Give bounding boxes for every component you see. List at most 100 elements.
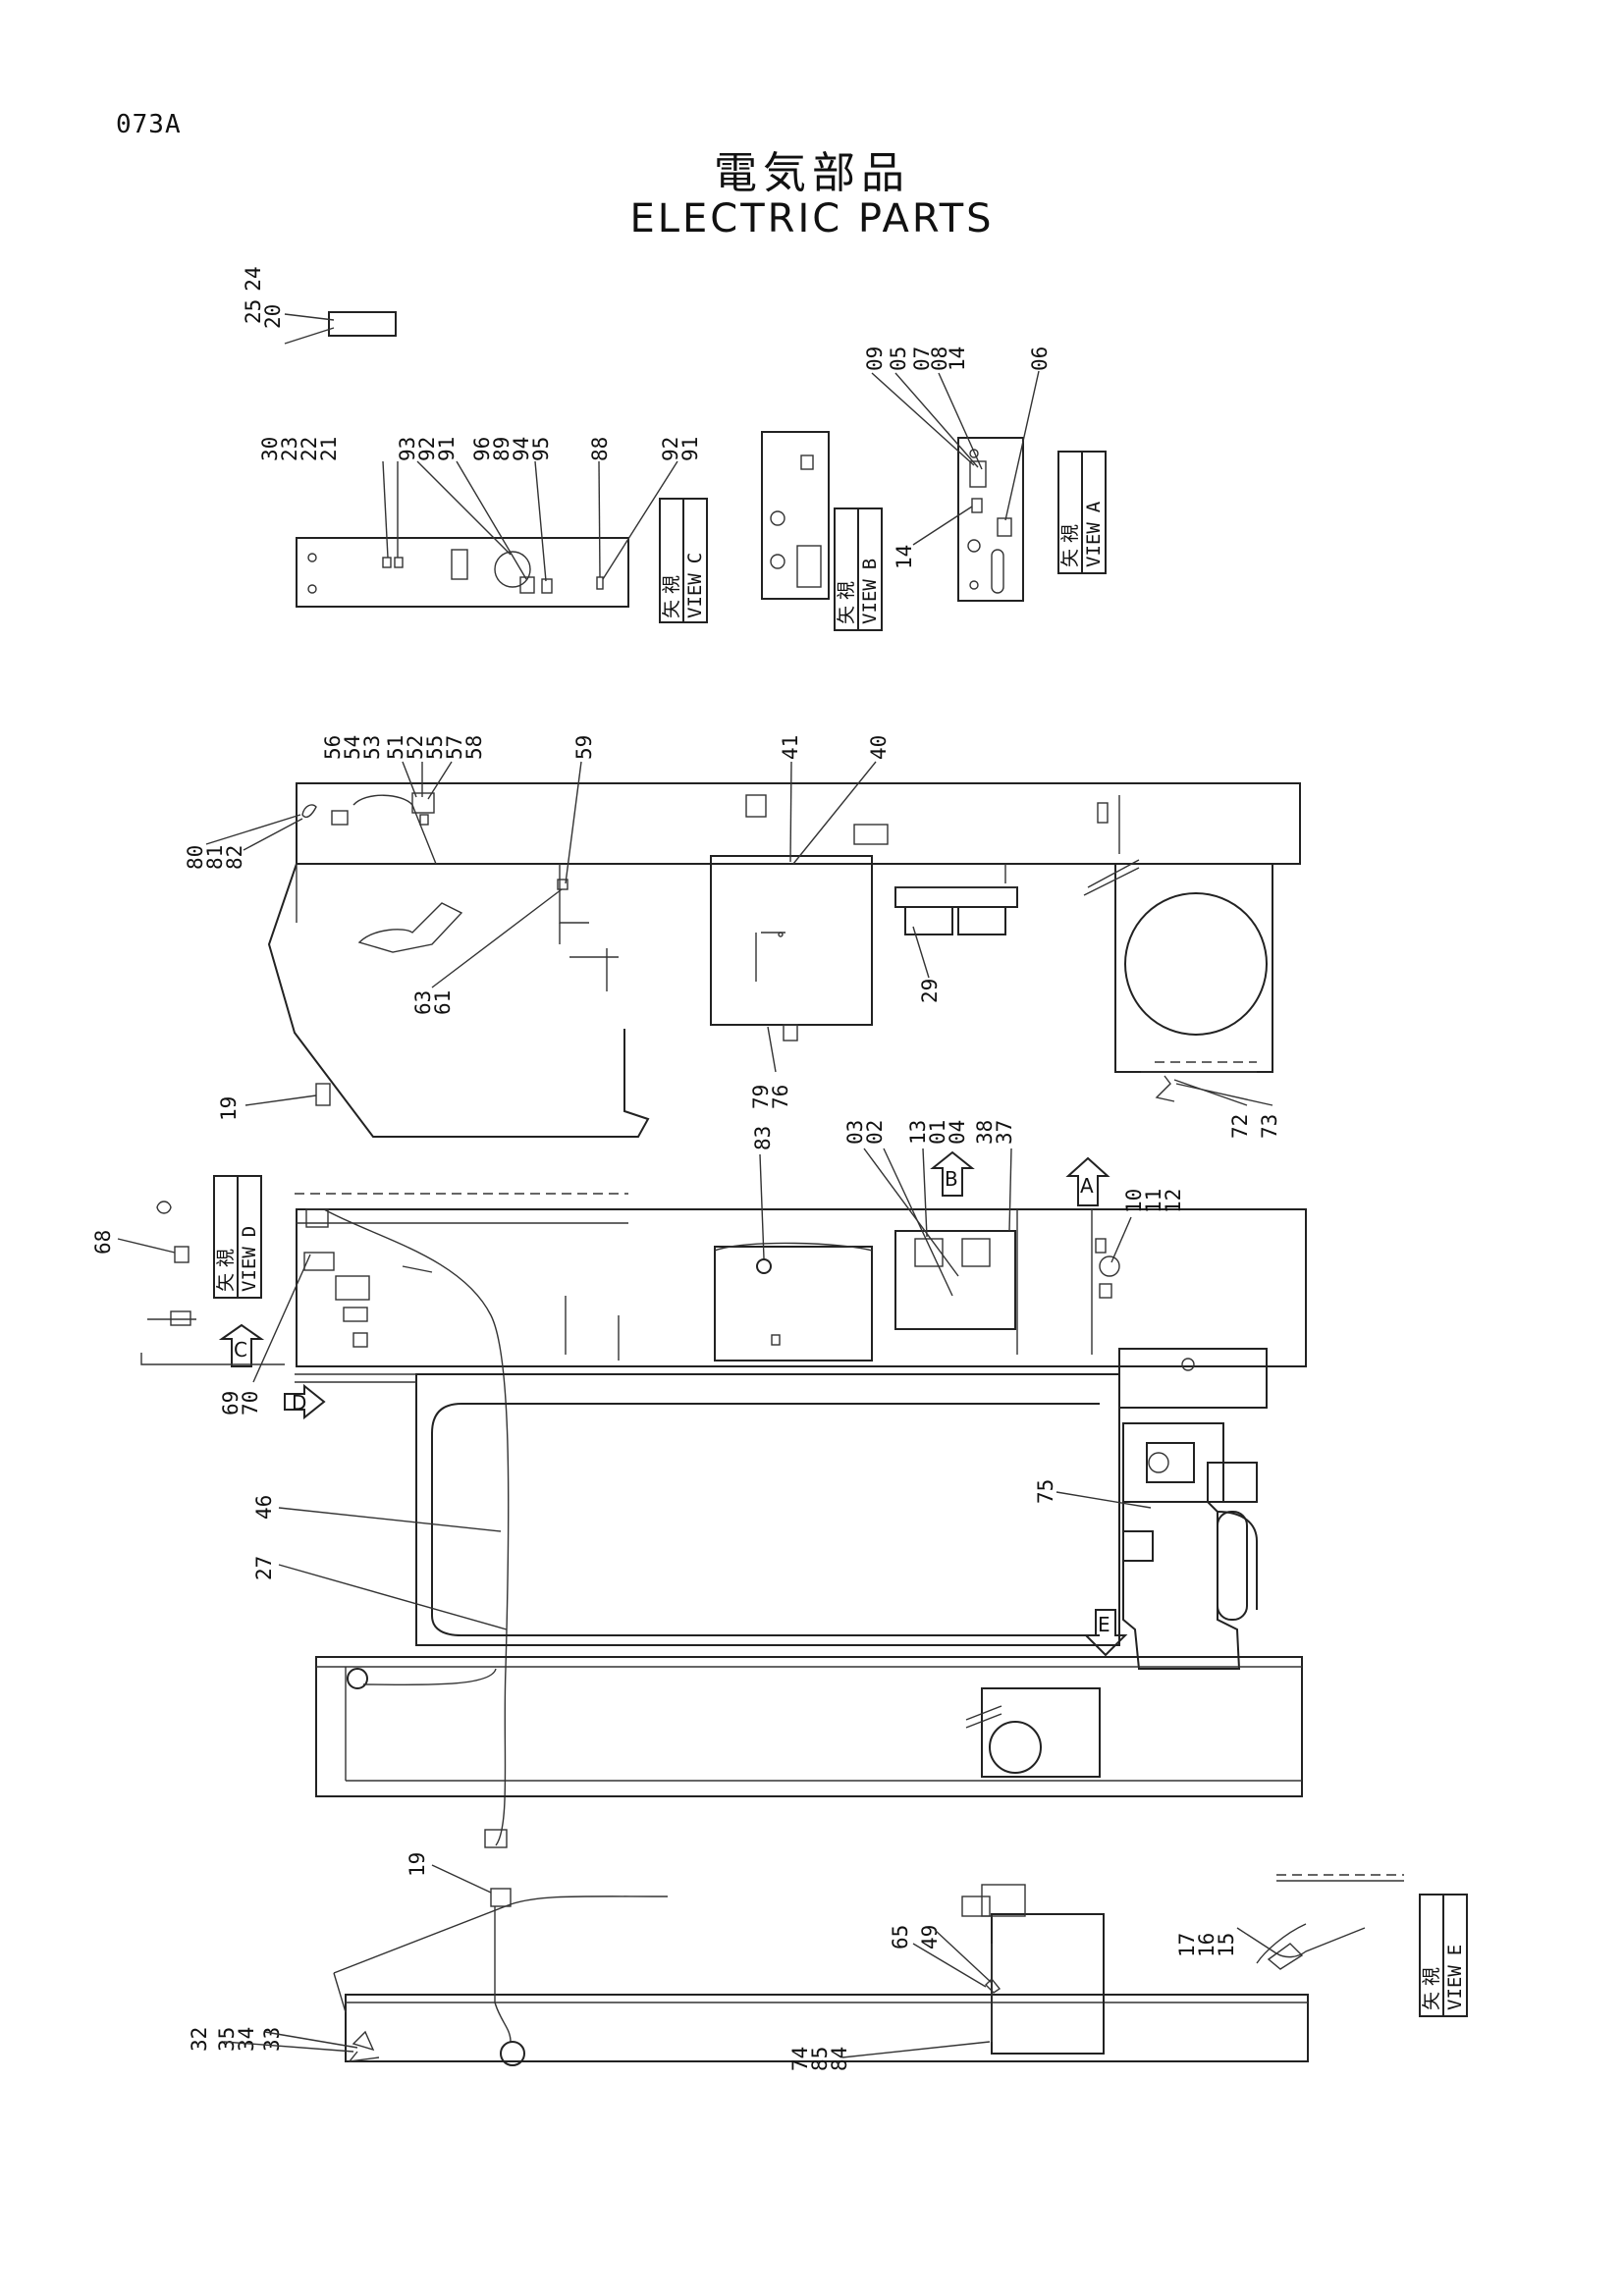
svg-text:65: 65 [889,1925,912,1949]
svg-text:91: 91 [435,437,459,461]
view-a-panel: 09 05 07 08 14 06 14 矢 視 VIEWA [863,347,1107,602]
svg-text:16: 16 [1195,1933,1218,1957]
svg-text:55: 55 [423,735,447,760]
svg-text:矢 視: 矢 視 [1059,524,1081,567]
svg-text:VIEWE: VIEWE [1444,1945,1466,2010]
view-c-tag: 矢 視 VIEWC [659,498,708,623]
svg-text:34: 34 [235,2027,258,2052]
svg-text:04: 04 [946,1120,969,1145]
svg-text:94: 94 [510,437,533,461]
svg-text:11: 11 [1142,1189,1165,1213]
svg-text:08: 08 [928,347,951,371]
svg-text:92: 92 [659,437,682,461]
svg-text:51: 51 [384,735,407,760]
svg-text:56: 56 [321,735,345,760]
svg-text:70: 70 [239,1391,262,1415]
svg-text:76: 76 [769,1085,792,1109]
svg-text:82: 82 [223,845,246,870]
svg-text:95: 95 [529,437,553,461]
svg-text:37: 37 [993,1120,1016,1145]
svg-text:91: 91 [678,437,702,461]
svg-text:33: 33 [260,2027,284,2052]
callout-group-25-24-20: 2524 [242,266,265,324]
svg-text:92: 92 [415,437,439,461]
svg-text:矢 視: 矢 視 [661,575,682,618]
svg-text:81: 81 [203,845,227,870]
svg-text:03: 03 [843,1120,867,1145]
svg-text:C: C [234,1338,247,1362]
svg-text:49: 49 [918,1925,942,1949]
svg-text:15: 15 [1215,1933,1238,1957]
svg-text:02: 02 [863,1120,887,1145]
view-arrow-b: B [930,1150,975,1197]
svg-text:58: 58 [462,735,486,760]
svg-text:06: 06 [1028,347,1052,371]
bracket-detail-top: 2524 20 [242,266,397,345]
svg-text:59: 59 [572,735,596,760]
callout-stack-c: 30 23 22 21 93 92 91 96 89 94 95 88 92 9… [258,437,702,461]
sheet-title-jp: 電気部品 [714,148,910,198]
view-arrows: A B C D E [218,1150,1128,1657]
svg-text:VIEWA: VIEWA [1083,501,1105,567]
view-d-detail: 矢 視 VIEWD [140,1175,285,1365]
svg-text:88: 88 [588,437,612,461]
svg-text:矢 視: 矢 視 [215,1249,237,1292]
svg-text:09: 09 [863,347,887,371]
svg-text:07: 07 [910,347,934,371]
svg-text:85: 85 [808,2047,832,2071]
svg-text:79: 79 [749,1085,773,1109]
svg-text:84: 84 [828,2047,851,2071]
svg-text:B: B [945,1167,958,1191]
view-arrow-d: D [284,1383,326,1420]
svg-text:41: 41 [779,735,802,760]
svg-text:10: 10 [1122,1189,1146,1213]
svg-text:54: 54 [341,735,364,760]
svg-text:89: 89 [490,437,514,461]
svg-text:19: 19 [406,1852,429,1877]
svg-text:52: 52 [404,735,427,760]
svg-text:69: 69 [219,1391,243,1415]
bottom-side-view: 矢 視 VIEWE [333,1874,1468,2066]
sheet-title-en: ELECTRIC PARTS [629,196,995,241]
sheet-code: 073A [116,110,182,139]
upper-housing-view [267,782,1301,1138]
view-arrow-c: C [218,1323,265,1367]
svg-text:30: 30 [258,437,282,461]
svg-text:32: 32 [188,2027,211,2052]
callout-stack-bottom: 19 65 49 17 16 15 32 35 34 33 74 85 84 [188,1852,1277,2071]
svg-text:D: D [292,1391,306,1415]
svg-text:27: 27 [252,1556,276,1580]
svg-text:E: E [1098,1613,1110,1636]
svg-text:63: 63 [411,990,435,1015]
svg-text:57: 57 [443,735,466,760]
svg-text:VIEWC: VIEWC [684,553,706,618]
svg-text:05: 05 [887,347,910,371]
svg-text:61: 61 [431,990,455,1015]
svg-text:73: 73 [1258,1114,1281,1139]
svg-text:46: 46 [252,1495,276,1520]
svg-text:74: 74 [788,2047,812,2071]
svg-text:矢 視: 矢 視 [836,581,857,624]
svg-text:22: 22 [298,437,321,461]
svg-text:21: 21 [317,437,341,461]
view-c-panel [296,460,678,608]
view-arrow-e: E [1083,1609,1128,1657]
svg-text:40: 40 [867,735,891,760]
view-arrow-a: A [1065,1156,1110,1206]
svg-text:19: 19 [217,1096,241,1121]
svg-text:68: 68 [91,1230,115,1255]
svg-text:96: 96 [470,437,494,461]
svg-text:29: 29 [918,979,942,1003]
svg-text:35: 35 [215,2027,239,2052]
svg-text:80: 80 [184,845,207,870]
view-b-panel: 矢 視 VIEWB [761,431,883,631]
svg-text:23: 23 [278,437,301,461]
svg-text:A: A [1080,1174,1094,1198]
main-frame-view [295,1193,1307,1848]
svg-text:53: 53 [360,735,384,760]
svg-text:83: 83 [751,1126,775,1150]
svg-text:17: 17 [1175,1933,1199,1957]
svg-text:VIEWD: VIEWD [239,1226,260,1292]
callout-stack-upper: 56 54 53 51 52 55 57 58 59 41 40 80 81 8… [184,735,1281,1139]
